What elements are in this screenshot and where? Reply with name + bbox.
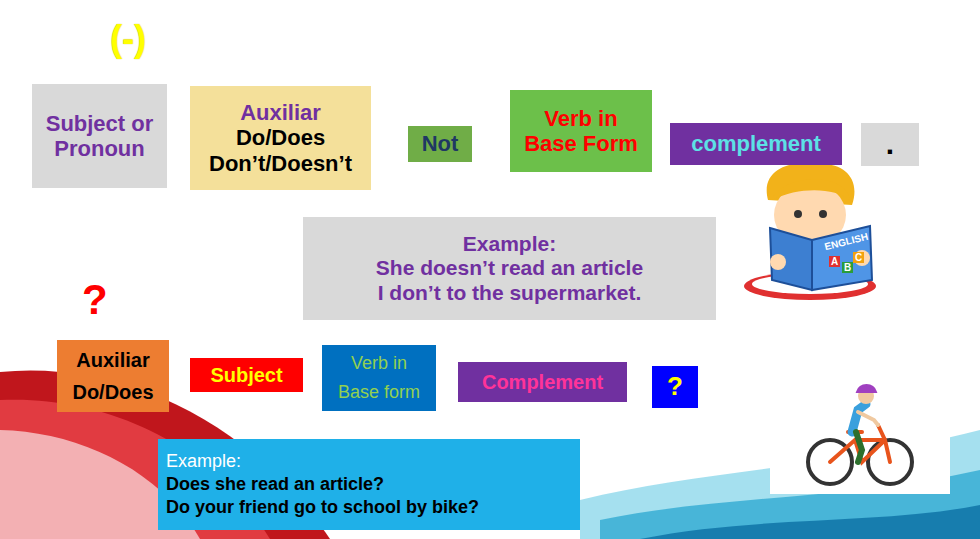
box-text: She doesn’t read an article xyxy=(376,256,643,280)
label-text: ? xyxy=(82,276,108,324)
picture-frame xyxy=(770,372,950,494)
grammar-box: AuxiliarDo/Does Don’t/Doesn’t xyxy=(190,86,371,190)
grammar-box: Complement xyxy=(458,362,627,402)
grammar-box: Not xyxy=(408,126,472,162)
box-text: . xyxy=(886,127,894,162)
grammar-box: Example:Does she read an article?Do your… xyxy=(158,439,580,530)
grammar-box: Auxiliar Do/Does xyxy=(57,340,169,412)
grammar-box: Verb in Base Form xyxy=(510,90,652,172)
blue-swoosh xyxy=(640,505,980,539)
box-text: Verb in Base Form xyxy=(518,106,644,157)
grammar-box: ? xyxy=(652,366,698,408)
box-text: Do your friend go to school by bike? xyxy=(166,497,479,518)
grammar-box: Verb in Base form xyxy=(322,345,436,411)
box-text: Example: xyxy=(463,232,556,256)
box-text: Complement xyxy=(482,371,603,394)
boy-illustration xyxy=(744,164,876,300)
label-text: B xyxy=(842,262,853,273)
label-text: (-) xyxy=(110,18,146,60)
box-text: Auxiliar Do/Does xyxy=(65,344,161,408)
cyclist-illustration xyxy=(808,385,912,484)
box-text: Subject or Pronoun xyxy=(40,111,159,162)
box-text: Not xyxy=(422,131,459,156)
grammar-box: complement xyxy=(670,123,842,165)
grammar-box: Subject xyxy=(190,358,303,392)
box-text: Subject xyxy=(210,364,282,387)
box-text: Verb in Base form xyxy=(330,349,428,407)
box-text: I don’t to the supermarket. xyxy=(378,281,642,305)
label-text: A xyxy=(829,256,840,267)
grammar-box: Subject or Pronoun xyxy=(32,84,167,188)
grammar-box: . xyxy=(861,123,919,166)
box-text: Do/Does Don’t/Doesn’t xyxy=(198,125,363,176)
box-text: complement xyxy=(691,131,821,156)
box-text: Auxiliar xyxy=(240,100,321,125)
label-text: C xyxy=(853,252,864,263)
box-text: Does she read an article? xyxy=(166,474,384,495)
box-text: ? xyxy=(667,372,683,402)
grammar-box: Example:She doesn’t read an articleI don… xyxy=(303,217,716,320)
box-text: Example: xyxy=(166,451,241,472)
